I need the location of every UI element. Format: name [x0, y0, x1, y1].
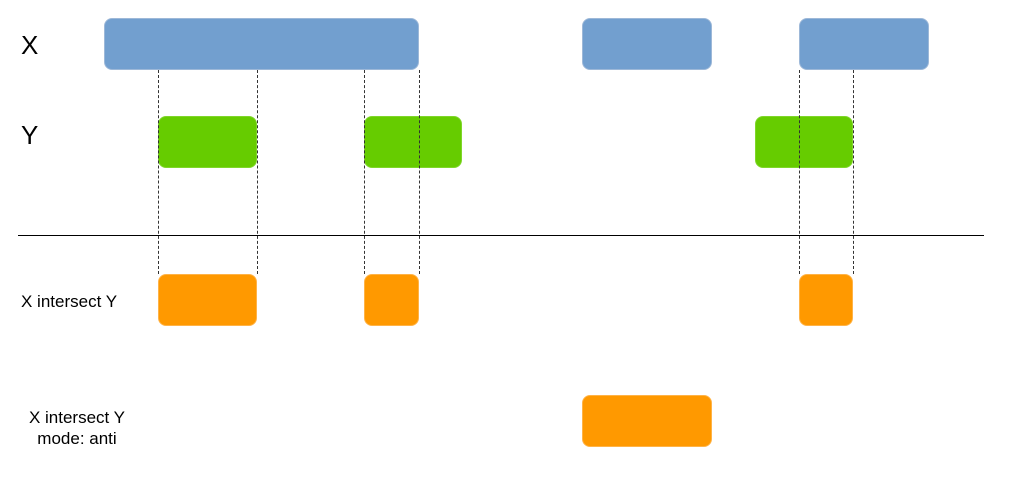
guide-line-2 — [257, 70, 258, 274]
y-interval-3 — [755, 116, 853, 168]
guide-line-3 — [364, 70, 365, 274]
row-label-y: Y — [21, 120, 39, 150]
y-interval-1 — [158, 116, 257, 168]
anti-interval-1 — [582, 395, 712, 447]
row-label-intersect-anti: X intersect Y mode: anti — [21, 407, 133, 449]
intersect-interval-2 — [364, 274, 419, 326]
divider-line — [18, 235, 984, 236]
x-interval-1 — [104, 18, 419, 70]
guide-line-1 — [158, 70, 159, 274]
row-label-anti-line1: X intersect Y — [28, 408, 126, 427]
row-label-anti-line2: mode: anti — [37, 429, 117, 448]
guide-line-6 — [853, 70, 854, 274]
y-interval-2 — [364, 116, 462, 168]
row-label-intersect: X intersect Y — [21, 292, 118, 311]
x-interval-2 — [582, 18, 712, 70]
x-interval-3 — [799, 18, 929, 70]
intersect-interval-3 — [799, 274, 853, 326]
guide-line-4 — [419, 70, 420, 274]
guide-line-5 — [799, 70, 800, 274]
row-label-x: X — [21, 30, 39, 60]
intersect-interval-1 — [158, 274, 257, 326]
